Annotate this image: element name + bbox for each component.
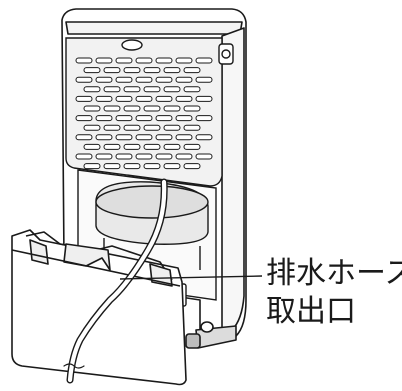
- grille-slot: [143, 143, 161, 150]
- removed-water-container: [11, 229, 187, 386]
- grille-slot: [183, 124, 201, 131]
- grille-slot: [115, 134, 133, 141]
- grille-slot: [123, 86, 141, 93]
- grille-slot: [163, 143, 181, 150]
- grille-slot: [123, 143, 141, 150]
- grille-slot: [155, 115, 173, 122]
- grille-slot: [195, 134, 213, 141]
- grille-slot: [83, 86, 101, 93]
- side-knob: [218, 43, 234, 65]
- grille-slot: [163, 86, 181, 93]
- air-filter-grille: [65, 37, 223, 187]
- grille-slot: [175, 57, 193, 64]
- grille-slot: [143, 67, 161, 74]
- grille-slot: [103, 163, 121, 170]
- grille-slot: [135, 95, 153, 102]
- grille-slot: [163, 105, 181, 112]
- grille-slot: [143, 124, 161, 131]
- grille-slot: [135, 76, 153, 83]
- grille-slot: [195, 95, 213, 102]
- grille-slot: [163, 124, 181, 131]
- grille-slot: [183, 67, 201, 74]
- grille-slot: [195, 57, 213, 64]
- grille-slot: [115, 115, 133, 122]
- grille-slot: [155, 153, 173, 160]
- grille-slot: [103, 143, 121, 150]
- grille-slot: [195, 76, 213, 83]
- grille-slot: [155, 134, 173, 141]
- grille-slot: [195, 115, 213, 122]
- grille-slot: [123, 163, 141, 170]
- grille-slot: [183, 143, 201, 150]
- grille-slot: [75, 76, 93, 83]
- grille-slot: [155, 76, 173, 83]
- grille-slot: [95, 115, 113, 122]
- grille-slot: [135, 134, 153, 141]
- grille-slot: [155, 57, 173, 64]
- grille-slot: [155, 95, 173, 102]
- grille-slot: [175, 76, 193, 83]
- grille-slot: [123, 67, 141, 74]
- grille-slot: [135, 115, 153, 122]
- grille-slot: [95, 134, 113, 141]
- grille-slot: [83, 143, 101, 150]
- grille-slot: [143, 163, 161, 170]
- grille-slot: [75, 134, 93, 141]
- grille-slot: [163, 163, 181, 170]
- grille-slot: [183, 105, 201, 112]
- grille-slot: [195, 153, 213, 160]
- grille-slot: [95, 153, 113, 160]
- grille-slot: [115, 95, 133, 102]
- grille-slot: [123, 105, 141, 112]
- grille-slot: [163, 67, 181, 74]
- grille-slot: [83, 105, 101, 112]
- grille-slot: [75, 115, 93, 122]
- grille-slot: [103, 105, 121, 112]
- grille-slot: [95, 57, 113, 64]
- grille-slot: [115, 57, 133, 64]
- grille-slot: [175, 153, 193, 160]
- grille-slot: [83, 124, 101, 131]
- grille-slot: [175, 95, 193, 102]
- grille-slot: [175, 134, 193, 141]
- grille-slot: [95, 76, 113, 83]
- grille-slot: [75, 95, 93, 102]
- grille-slot: [115, 76, 133, 83]
- callout-leader-line: [119, 275, 263, 280]
- grille-slot: [83, 67, 101, 74]
- grille-slot: [83, 163, 101, 170]
- grille-slot: [115, 153, 133, 160]
- grille-slot: [143, 86, 161, 93]
- grille-slot: [103, 86, 121, 93]
- grille-slot: [143, 105, 161, 112]
- grille-slot: [103, 124, 121, 131]
- grille-slot: [135, 57, 153, 64]
- grille-slot: [135, 153, 153, 160]
- drain-hose-outlet-label-line2: 取出口: [266, 294, 356, 329]
- grille-slot: [103, 67, 121, 74]
- grille-slot: [75, 153, 93, 160]
- grille-slot: [75, 57, 93, 64]
- grille-slot: [183, 163, 201, 170]
- grille-slot: [95, 95, 113, 102]
- drain-hose-icon: [63, 178, 168, 384]
- grille-slot: [183, 86, 201, 93]
- grille-slot: [175, 115, 193, 122]
- drain-hose-outlet-label-line1: 排水ホース: [266, 256, 402, 291]
- grille-slot: [123, 124, 141, 131]
